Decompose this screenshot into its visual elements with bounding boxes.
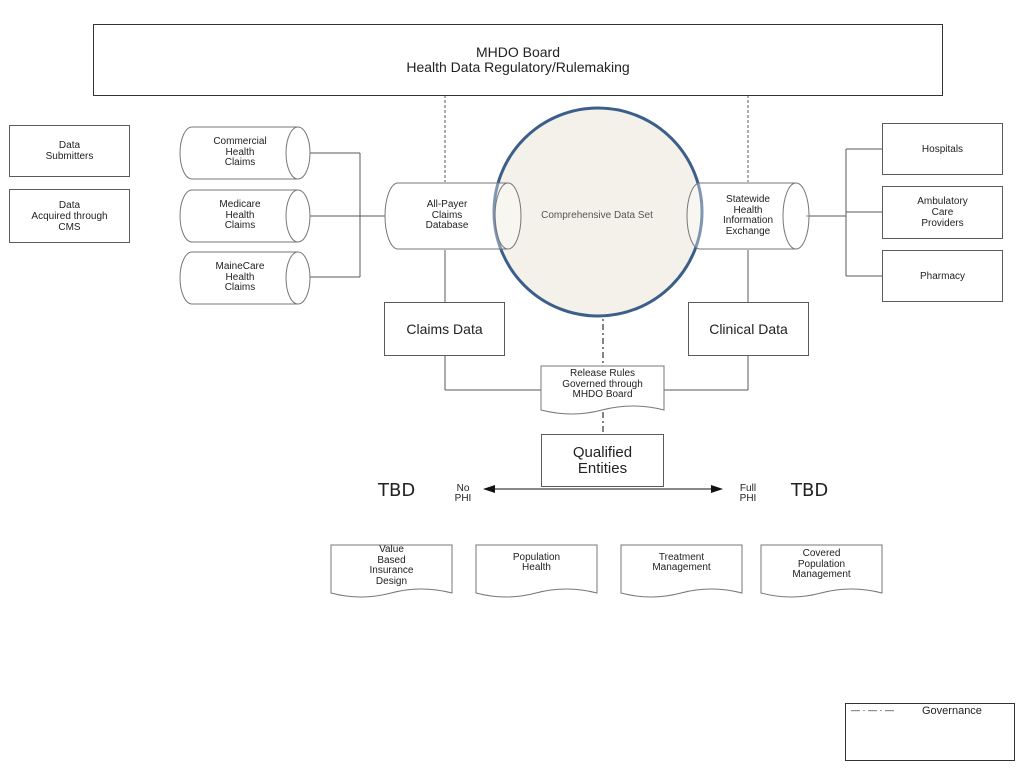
- data-cms-box: Data Acquired through CMS: [9, 189, 130, 243]
- mainecare-claims-label: MaineCare Health Claims: [215, 261, 265, 294]
- shape-use-treatment: [620, 544, 743, 598]
- use-vbid-label: Value Based Insurance Design: [369, 544, 414, 587]
- cylinder-mainecare: [179, 251, 311, 305]
- ambulatory-box: Ambulatory Care Providers: [882, 186, 1003, 239]
- pharmacy-box: Pharmacy: [882, 250, 1003, 302]
- full-phi-label: Full PHI: [739, 482, 757, 504]
- comprehensive-circle: [492, 106, 704, 318]
- qualified-entities-box: Qualified Entities: [541, 434, 664, 487]
- shape-release-rules: [540, 365, 665, 415]
- cylinder-apcd: [384, 182, 522, 250]
- header-box: MHDO Board Health Data Regulatory/Rulema…: [93, 24, 943, 96]
- shape-use-covered: [760, 544, 883, 598]
- clinical-data-box: Clinical Data: [688, 302, 809, 356]
- legend-symbol: — · — · —: [851, 705, 894, 715]
- apcd-label: All-Payer Claims Database: [425, 199, 469, 232]
- header-title: MHDO Board: [475, 44, 561, 60]
- legend-label: Governance: [922, 705, 982, 717]
- legend-box: — · — · — Governance: [845, 703, 1015, 761]
- commercial-claims-label: Commercial Health Claims: [213, 136, 267, 169]
- shape-use-vbid: [330, 544, 453, 598]
- use-treatment-label: Treatment Management: [652, 551, 711, 573]
- claims-data-box: Claims Data: [384, 302, 505, 356]
- use-covered-label: Covered Population Management: [792, 548, 851, 581]
- hie-label: Statewide Health Information Exchange: [722, 194, 774, 237]
- medicare-claims-label: Medicare Health Claims: [219, 199, 261, 232]
- use-population-label: Population Health: [512, 551, 561, 573]
- tbd-right-label: TBD: [791, 480, 829, 501]
- hospitals-box: Hospitals: [882, 123, 1003, 175]
- cylinder-hie: [686, 182, 810, 250]
- cylinder-medicare: [179, 189, 311, 243]
- comprehensive-data-set-label: Comprehensive Data Set: [541, 209, 653, 221]
- header-subtitle: Health Data Regulatory/Rulemaking: [406, 59, 630, 75]
- shape-use-population: [475, 544, 598, 598]
- release-rules-label: Release Rules Governed through MHDO Boar…: [562, 368, 643, 401]
- data-submitters-box: Data Submitters: [9, 125, 130, 177]
- cylinder-commercial: [179, 126, 311, 180]
- tbd-left-label: TBD: [378, 480, 416, 501]
- no-phi-label: No PHI: [454, 482, 472, 504]
